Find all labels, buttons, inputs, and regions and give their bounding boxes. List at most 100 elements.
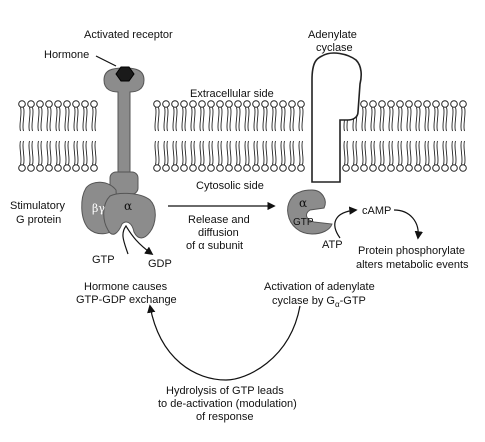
phospholipid-tail <box>427 107 430 132</box>
phospholipid-tail <box>199 107 202 132</box>
phospholipid-tail <box>181 107 184 132</box>
phospholipid-tail <box>73 140 76 165</box>
phospholipid-tail <box>37 140 40 165</box>
phospholipid-tail <box>274 107 277 132</box>
phospholipid-tail <box>220 107 223 132</box>
phospholipid-tail <box>388 140 391 165</box>
phospholipid-head <box>207 100 215 108</box>
gdp-label: GDP <box>148 258 172 270</box>
release-label-line2: diffusion <box>198 227 239 239</box>
phospholipid-tail <box>220 140 223 165</box>
phospholipid-head <box>36 164 44 172</box>
phospholipid-tail <box>445 107 448 132</box>
cytosolic-side-label: Cytosolic side <box>196 180 264 192</box>
phospholipid-head <box>36 100 44 108</box>
phospholipid-head <box>180 100 188 108</box>
atp-to-camp-arrow <box>334 206 358 239</box>
phospholipid-tail <box>301 140 304 165</box>
atp-label: ATP <box>322 239 343 251</box>
phospholipid-head <box>360 164 368 172</box>
phospholipid-tail <box>67 107 70 132</box>
phospholipid-tail <box>202 107 205 132</box>
phospholipid-tail <box>154 107 157 132</box>
hormone-causes-label-line1: Hormone causes <box>84 281 168 293</box>
phospholipid-tail <box>265 140 268 165</box>
phospholipid-tail <box>166 140 169 165</box>
phospholipid-tail <box>73 107 76 132</box>
phospholipid-head <box>387 100 395 108</box>
phospholipid-tail <box>451 140 454 165</box>
hydrolysis-label-line2: to de-activation (modulation) <box>158 398 297 410</box>
camp-to-protein-arrow <box>393 209 423 240</box>
phospholipid-tail <box>217 140 220 165</box>
phospholipid-head <box>414 164 422 172</box>
phospholipid-head <box>171 100 179 108</box>
phospholipid-head <box>459 100 467 108</box>
phospholipid-tail <box>211 107 214 132</box>
phospholipid-tail <box>454 140 457 165</box>
cycle-arrow <box>147 304 301 381</box>
hormone-pointer-line <box>95 55 117 67</box>
phospholipid-tail <box>298 140 301 165</box>
phospholipid-tail <box>247 107 250 132</box>
phospholipid-tail <box>256 107 259 132</box>
phospholipid-tail <box>418 107 421 132</box>
phospholipid-head <box>162 100 170 108</box>
phospholipid-tail <box>244 140 247 165</box>
adenylate-cyclase-protein <box>311 52 362 183</box>
phospholipid-tail <box>271 107 274 132</box>
phospholipid-tail <box>82 140 85 165</box>
phospholipid-tail <box>94 140 97 165</box>
phospholipid-head <box>441 164 449 172</box>
phospholipid-head <box>378 100 386 108</box>
phospholipid-tail <box>370 107 373 132</box>
phospholipid-tail <box>373 140 376 165</box>
phospholipid-tail <box>400 140 403 165</box>
phospholipid-head <box>153 164 161 172</box>
phospholipid-head <box>27 164 35 172</box>
phospholipid-tail <box>418 140 421 165</box>
phospholipid-head <box>54 100 62 108</box>
phospholipid-head <box>432 164 440 172</box>
phospholipid-head <box>54 164 62 172</box>
phospholipid-head <box>171 164 179 172</box>
activation-label-prefix: cyclase by G <box>272 295 335 307</box>
stimulatory-g-protein-label-line2: G protein <box>16 214 61 226</box>
phospholipid-tail <box>397 140 400 165</box>
phospholipid-head <box>297 100 305 108</box>
phospholipid-head <box>234 100 242 108</box>
beta-gamma-label: βγ <box>92 202 105 215</box>
activation-label-subscript: α <box>335 300 340 309</box>
phospholipid-tail <box>253 107 256 132</box>
activation-label-suffix: -GTP <box>340 295 366 307</box>
phospholipid-tail <box>91 140 94 165</box>
phospholipid-tail <box>409 140 412 165</box>
phospholipid-tail <box>67 140 70 165</box>
phospholipid-head <box>90 100 98 108</box>
phospholipid-tail <box>22 140 25 165</box>
phospholipid-tail <box>397 107 400 132</box>
activation-label-line2: cyclase by Gα-GTP <box>272 295 366 309</box>
alpha-subunit-label: α <box>124 199 132 213</box>
phospholipid-head <box>234 164 242 172</box>
phospholipid-tail <box>280 107 283 132</box>
released-alpha-subunit <box>287 189 333 235</box>
phospholipid-head <box>243 164 251 172</box>
phospholipid-tail <box>355 140 358 165</box>
gtp-gdp-exchange-arrow <box>122 224 154 255</box>
phospholipid-tail <box>400 107 403 132</box>
phospholipid-tail <box>361 107 364 132</box>
stimulatory-g-protein <box>81 181 156 239</box>
phospholipid-tail <box>388 107 391 132</box>
phospholipid-tail <box>217 107 220 132</box>
phospholipid-head <box>261 100 269 108</box>
phospholipid-tail <box>361 140 364 165</box>
phospholipid-tail <box>379 140 382 165</box>
phospholipid-tail <box>64 140 67 165</box>
phospholipid-tail <box>427 140 430 165</box>
phospholipid-tail <box>391 107 394 132</box>
phospholipid-tail <box>37 107 40 132</box>
phospholipid-tail <box>19 140 22 165</box>
extracellular-side-label: Extracellular side <box>190 88 274 100</box>
